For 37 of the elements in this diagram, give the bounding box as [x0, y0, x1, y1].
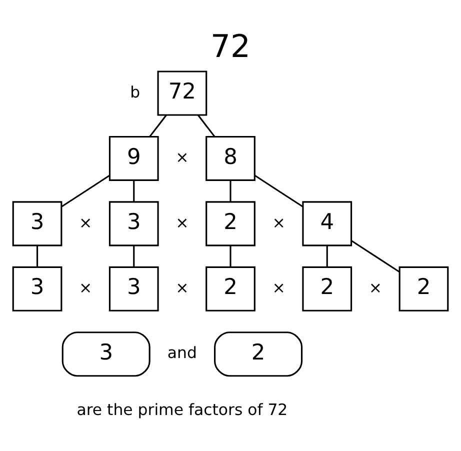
node-box: 2	[214, 332, 303, 377]
connector	[133, 180, 135, 202]
node-box: 4	[302, 201, 352, 246]
label: ×	[368, 278, 382, 298]
label: ×	[176, 212, 189, 232]
connector	[61, 174, 110, 208]
connector	[351, 240, 400, 272]
label: ×	[272, 278, 286, 298]
node-box: 9	[108, 136, 159, 181]
label: b	[130, 82, 140, 102]
label: ×	[176, 278, 189, 298]
node-box: 72	[157, 70, 208, 116]
connector	[230, 180, 232, 202]
node-box: 8	[206, 136, 256, 181]
label: ×	[78, 278, 92, 298]
node-box: 2	[398, 266, 449, 312]
connector	[197, 114, 216, 137]
connector	[254, 174, 304, 208]
node-box: 3	[12, 201, 62, 246]
caption: are the prime factors of 72	[76, 400, 288, 419]
label: ×	[272, 212, 286, 232]
node-box: 2	[206, 266, 256, 312]
label: and	[167, 343, 197, 362]
diagram-title: 72	[210, 28, 250, 65]
node-box: 3	[12, 266, 62, 312]
node-box: 2	[206, 201, 256, 246]
node-box: 3	[108, 266, 159, 312]
connector	[149, 114, 167, 137]
label: ×	[176, 148, 189, 167]
node-box: 3	[62, 332, 150, 377]
label: ×	[78, 212, 92, 232]
node-box: 3	[108, 201, 159, 246]
connector	[326, 245, 328, 267]
node-box: 2	[302, 266, 352, 312]
connector	[230, 245, 232, 267]
connector	[36, 245, 38, 267]
connector	[133, 245, 135, 267]
